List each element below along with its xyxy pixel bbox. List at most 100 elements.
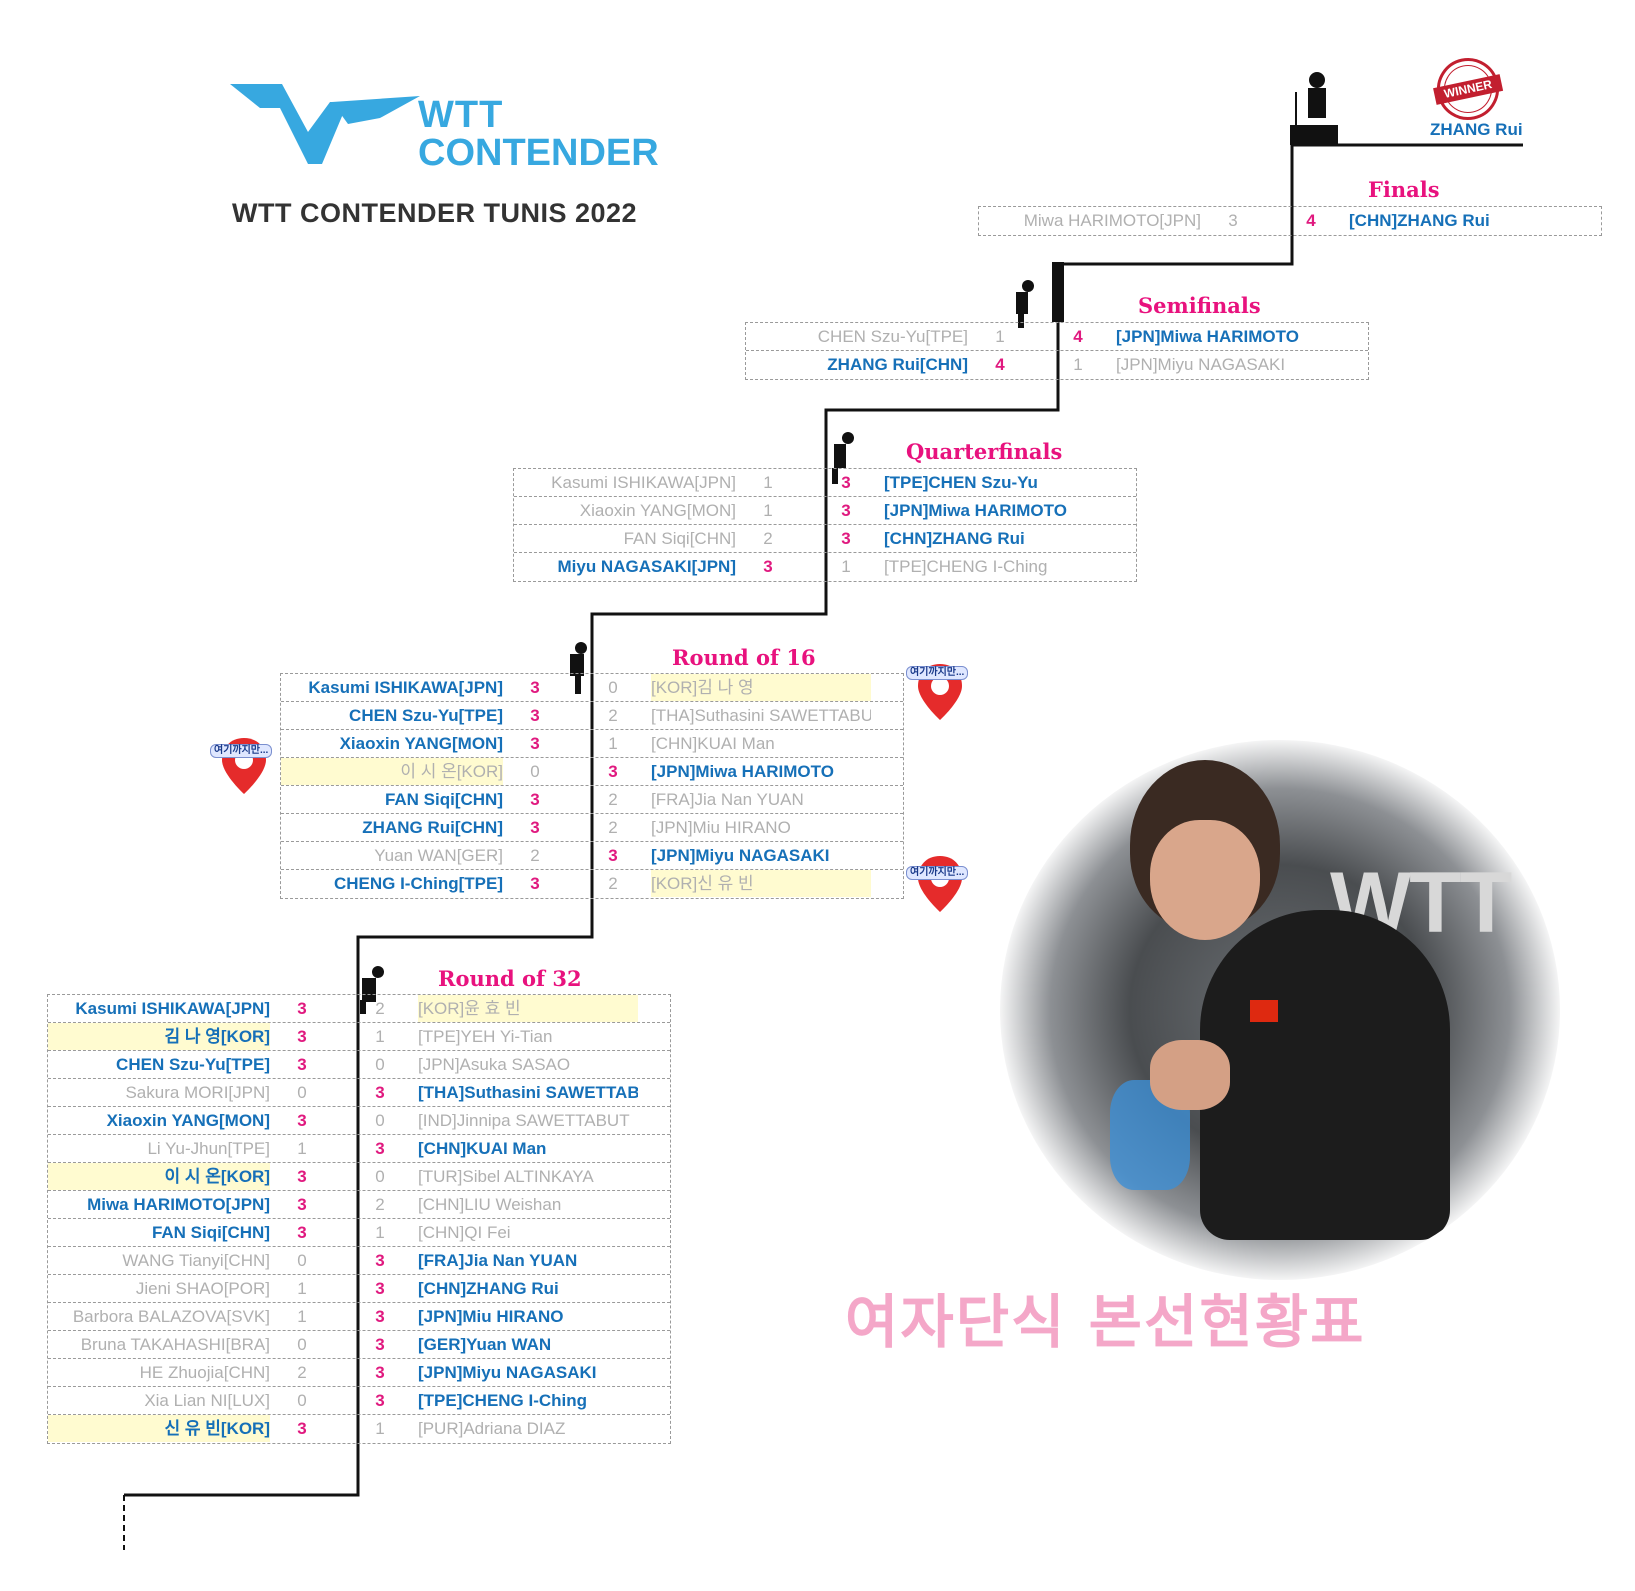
left-score: 1 xyxy=(995,327,1005,346)
bracket-title-korean: 여자단식 본선현황표 xyxy=(845,1288,1366,1356)
right-score: 2 xyxy=(608,818,618,837)
left-score: 3 xyxy=(530,874,540,893)
right-score: 0 xyxy=(375,1111,385,1130)
left-player: CHENG I-Ching[TPE] xyxy=(333,874,503,893)
left-score: 1 xyxy=(763,501,773,520)
right-score: 1 xyxy=(375,1027,385,1046)
left-score: 3 xyxy=(297,1111,307,1130)
right-player: [GER]Yuan WAN xyxy=(418,1335,552,1354)
right-player: [JPN]Miyu NAGASAKI xyxy=(1116,355,1286,374)
left-score: 4 xyxy=(995,355,1005,374)
left-score: 3 xyxy=(530,818,540,837)
match-row: ZHANG Rui[CHN] 3 2 [JPN]Miu HIRANO xyxy=(281,814,903,842)
left-player: Xia Lian NI[LUX] xyxy=(144,1391,270,1410)
right-player: [CHN]ZHANG Rui xyxy=(884,529,1025,548)
left-player: ZHANG Rui[CHN] xyxy=(362,818,503,837)
pin-label: 여기까지만... xyxy=(906,866,969,880)
left-player: 이 시 온[KOR] xyxy=(48,1163,270,1190)
left-score: 2 xyxy=(297,1363,307,1382)
right-score: 2 xyxy=(375,1195,385,1214)
right-score: 1 xyxy=(375,1223,385,1242)
right-score: 1 xyxy=(608,734,618,753)
left-player: Barbora BALAZOVA[SVK] xyxy=(72,1307,270,1326)
left-player: Li Yu-Jhun[TPE] xyxy=(147,1139,270,1158)
left-score: 1 xyxy=(763,473,773,492)
right-player: [FRA]Jia Nan YUAN xyxy=(651,790,804,809)
player-photo: WTT xyxy=(1000,740,1560,1280)
right-score: 4 xyxy=(1306,211,1316,230)
right-score: 3 xyxy=(375,1279,385,1298)
right-score: 3 xyxy=(608,762,618,781)
left-player: Xiaoxin YANG[MON] xyxy=(339,734,503,753)
champion-name: ZHANG Rui xyxy=(1430,120,1523,139)
right-player: [JPN]Miu HIRANO xyxy=(651,818,791,837)
logo-contender-text: CONTENDER xyxy=(418,132,659,174)
right-player: [JPN]Miwa HARIMOTO xyxy=(1116,327,1299,346)
left-player: Sakura MORI[JPN] xyxy=(125,1083,270,1102)
left-player: HE Zhuojia[CHN] xyxy=(139,1363,270,1382)
left-score: 0 xyxy=(297,1391,307,1410)
pin-label: 여기까지만... xyxy=(906,666,969,680)
left-player: Jieni SHAO[POR] xyxy=(135,1279,270,1298)
left-player: Kasumi ISHIKAWA[JPN] xyxy=(308,678,503,697)
left-score: 3 xyxy=(297,1419,307,1438)
left-score: 3 xyxy=(530,678,540,697)
left-player: Xiaoxin YANG[MON] xyxy=(579,501,736,520)
match-row: Xia Lian NI[LUX] 0 3 [TPE]CHENG I-Ching xyxy=(48,1387,670,1415)
logo-wtt-text: WTT xyxy=(418,94,504,136)
right-score: 3 xyxy=(375,1083,385,1102)
right-player: [KOR]윤 효 빈 xyxy=(418,995,638,1022)
left-score: 3 xyxy=(530,706,540,725)
right-player: [JPN]Asuka SASAO xyxy=(418,1055,571,1074)
left-player: Miyu NAGASAKI[JPN] xyxy=(557,557,736,576)
right-score: 0 xyxy=(375,1055,385,1074)
right-score: 1 xyxy=(841,557,851,576)
right-player: [CHN]KUAI Man xyxy=(651,734,775,753)
left-score: 3 xyxy=(297,1167,307,1186)
right-score: 3 xyxy=(375,1335,385,1354)
right-score: 3 xyxy=(375,1139,385,1158)
left-player: Xiaoxin YANG[MON] xyxy=(106,1111,270,1130)
left-player: Miwa HARIMOTO[JPN] xyxy=(87,1195,270,1214)
left-score: 3 xyxy=(1228,211,1238,230)
left-score: 3 xyxy=(297,1223,307,1242)
right-player: [CHN]ZHANG Rui xyxy=(418,1279,559,1298)
right-player: [KOR]김 나 영 xyxy=(651,674,871,701)
right-player: [TUR]Sibel ALTINKAYA xyxy=(418,1167,594,1186)
location-pin-icon xyxy=(918,856,962,912)
right-score: 3 xyxy=(375,1391,385,1410)
right-player: [TPE]CHENG I-Ching xyxy=(418,1391,588,1410)
right-score: 3 xyxy=(375,1251,385,1270)
left-score: 1 xyxy=(297,1139,307,1158)
right-score: 3 xyxy=(375,1307,385,1326)
right-player: [THA]Suthasini SAWETTABUT xyxy=(418,1083,638,1102)
right-player: [THA]Suthasini SAWETTABUT xyxy=(651,706,871,725)
right-score: 2 xyxy=(608,874,618,893)
round-label-quarterfinals: Quarterfinals xyxy=(906,439,1063,464)
round-label-r16: Round of 16 xyxy=(672,645,816,670)
left-score: 0 xyxy=(297,1335,307,1354)
left-score: 3 xyxy=(297,1195,307,1214)
left-player: CHEN Szu-Yu[TPE] xyxy=(817,327,968,346)
left-player: Kasumi ISHIKAWA[JPN] xyxy=(75,999,270,1018)
